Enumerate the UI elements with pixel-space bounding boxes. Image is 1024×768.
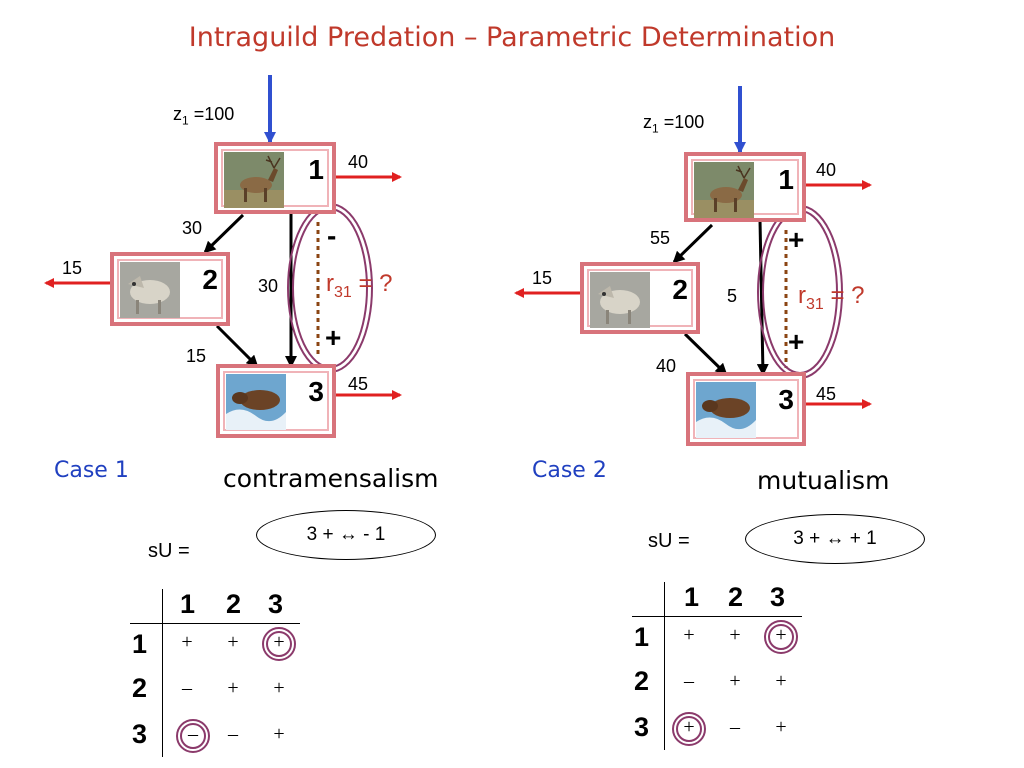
c1-cell-3-3: +	[273, 723, 285, 745]
c2-node-1: 1	[684, 152, 806, 222]
c1-node-3: 3	[216, 364, 336, 438]
c1-col-header-3: 3	[268, 589, 284, 619]
c2-node-2: 2	[580, 262, 700, 334]
c1-sign-bottom: +	[325, 322, 342, 353]
c1-node-1-number: 1	[308, 154, 324, 185]
c2-r31-label: r31 = ?	[798, 282, 865, 313]
c2-row-header-1: 1	[634, 622, 650, 652]
bear-image	[696, 382, 756, 438]
c2-node-1-number: 1	[778, 164, 794, 195]
c1-flow-out1: 40	[348, 152, 369, 172]
c2-flow-2-3: 40	[656, 356, 677, 376]
c2-arrow-1-3	[756, 219, 769, 376]
c1-relation-ellipse: 3 + ↔ - 1	[256, 510, 436, 560]
c1-sign-top: -	[327, 220, 337, 251]
c2-sign-bottom: +	[788, 326, 805, 357]
c2-cell-2-3: +	[775, 670, 787, 692]
c2-node-2-number: 2	[672, 274, 688, 305]
c2-sign-matrix: 1 2 3 1 2 3 + + + – + + + – +	[622, 578, 822, 753]
c1-cell-1-2: +	[227, 631, 239, 653]
c2-col-header-3: 3	[770, 582, 786, 612]
c2-interaction-type: mutualism	[757, 466, 890, 495]
bear-image	[226, 374, 286, 430]
c1-cell-2-3: +	[273, 677, 285, 699]
c2-flow-1-3: 5	[727, 286, 738, 306]
c2-relation-ellipse: 3 + ↔ + 1	[745, 514, 925, 564]
c1-interaction-type: contramensalism	[223, 464, 439, 493]
c2-arrow-2-3	[683, 332, 728, 376]
c2-su-label: sU =	[648, 530, 690, 552]
c1-col-header-2: 2	[226, 589, 242, 619]
c1-case-label: Case 1	[54, 458, 129, 483]
c1-flow-1-2: 30	[182, 218, 203, 238]
c1-node-3-number: 3	[308, 376, 324, 407]
c1-node-1: 1	[214, 142, 336, 214]
c2-cell-1-1: +	[683, 624, 695, 646]
c1-arrow-1-2	[203, 213, 245, 254]
c2-flow-out2: 15	[532, 268, 553, 288]
c2-arrow-1-2	[672, 223, 714, 264]
c1-row-header-2: 2	[132, 673, 148, 703]
c2-case-label: Case 2	[532, 458, 607, 483]
c2-row-header-3: 3	[634, 712, 650, 742]
c1-flow-out3: 45	[348, 374, 369, 394]
c1-cell-2-2: +	[227, 677, 239, 699]
c2-sign-top: +	[788, 224, 805, 255]
c2-col-header-1: 1	[684, 582, 700, 612]
elk-image	[694, 162, 754, 218]
c2-flow-out3: 45	[816, 384, 837, 404]
c2-flow-1-2: 55	[650, 228, 671, 248]
c1-node-2: 2	[110, 252, 230, 326]
c2-cell-3-3: +	[775, 716, 787, 738]
c1-su-label: sU =	[148, 540, 190, 562]
c2-node-3: 3	[686, 372, 806, 446]
c2-input-label: z1 =100	[643, 112, 705, 136]
c2-col-header-2: 2	[728, 582, 744, 612]
c1-node-2-number: 2	[202, 264, 218, 295]
c1-row-header-1: 1	[132, 629, 148, 659]
c2-highlight-circle-1-3	[764, 620, 798, 654]
c1-input-label: z1 =100	[173, 104, 235, 128]
wolf-image	[590, 272, 650, 328]
c2-cell-3-2: –	[730, 716, 740, 738]
c1-cell-3-2: –	[228, 723, 238, 745]
c1-row-header-3: 3	[132, 719, 148, 749]
c2-cell-1-2: +	[729, 624, 741, 646]
c1-col-header-1: 1	[180, 589, 196, 619]
c1-cell-2-1: –	[182, 677, 192, 699]
c1-cell-1-1: +	[181, 631, 193, 653]
c2-node-3-number: 3	[778, 384, 794, 415]
c1-highlight-circle-3-1	[176, 719, 210, 753]
c1-flow-1-3: 30	[258, 276, 279, 296]
c2-row-header-2: 2	[634, 666, 650, 696]
wolf-image	[120, 262, 180, 318]
elk-image	[224, 152, 284, 208]
c1-flow-out2: 15	[62, 258, 83, 278]
c2-highlight-circle-3-1	[672, 712, 706, 746]
c2-cell-2-1: –	[684, 670, 694, 692]
c1-flow-2-3: 15	[186, 346, 207, 366]
c1-arrow-2-3	[215, 324, 259, 368]
c1-sign-matrix: 1 2 3 1 2 3 + + + – + + – – +	[120, 585, 320, 760]
slide-title: Intraguild Predation – Parametric Determ…	[188, 22, 836, 53]
c2-flow-out1: 40	[816, 160, 837, 180]
c1-r31-label: r31 = ?	[326, 270, 393, 301]
c2-cell-2-2: +	[729, 670, 741, 692]
c1-highlight-circle-1-3	[262, 627, 296, 661]
